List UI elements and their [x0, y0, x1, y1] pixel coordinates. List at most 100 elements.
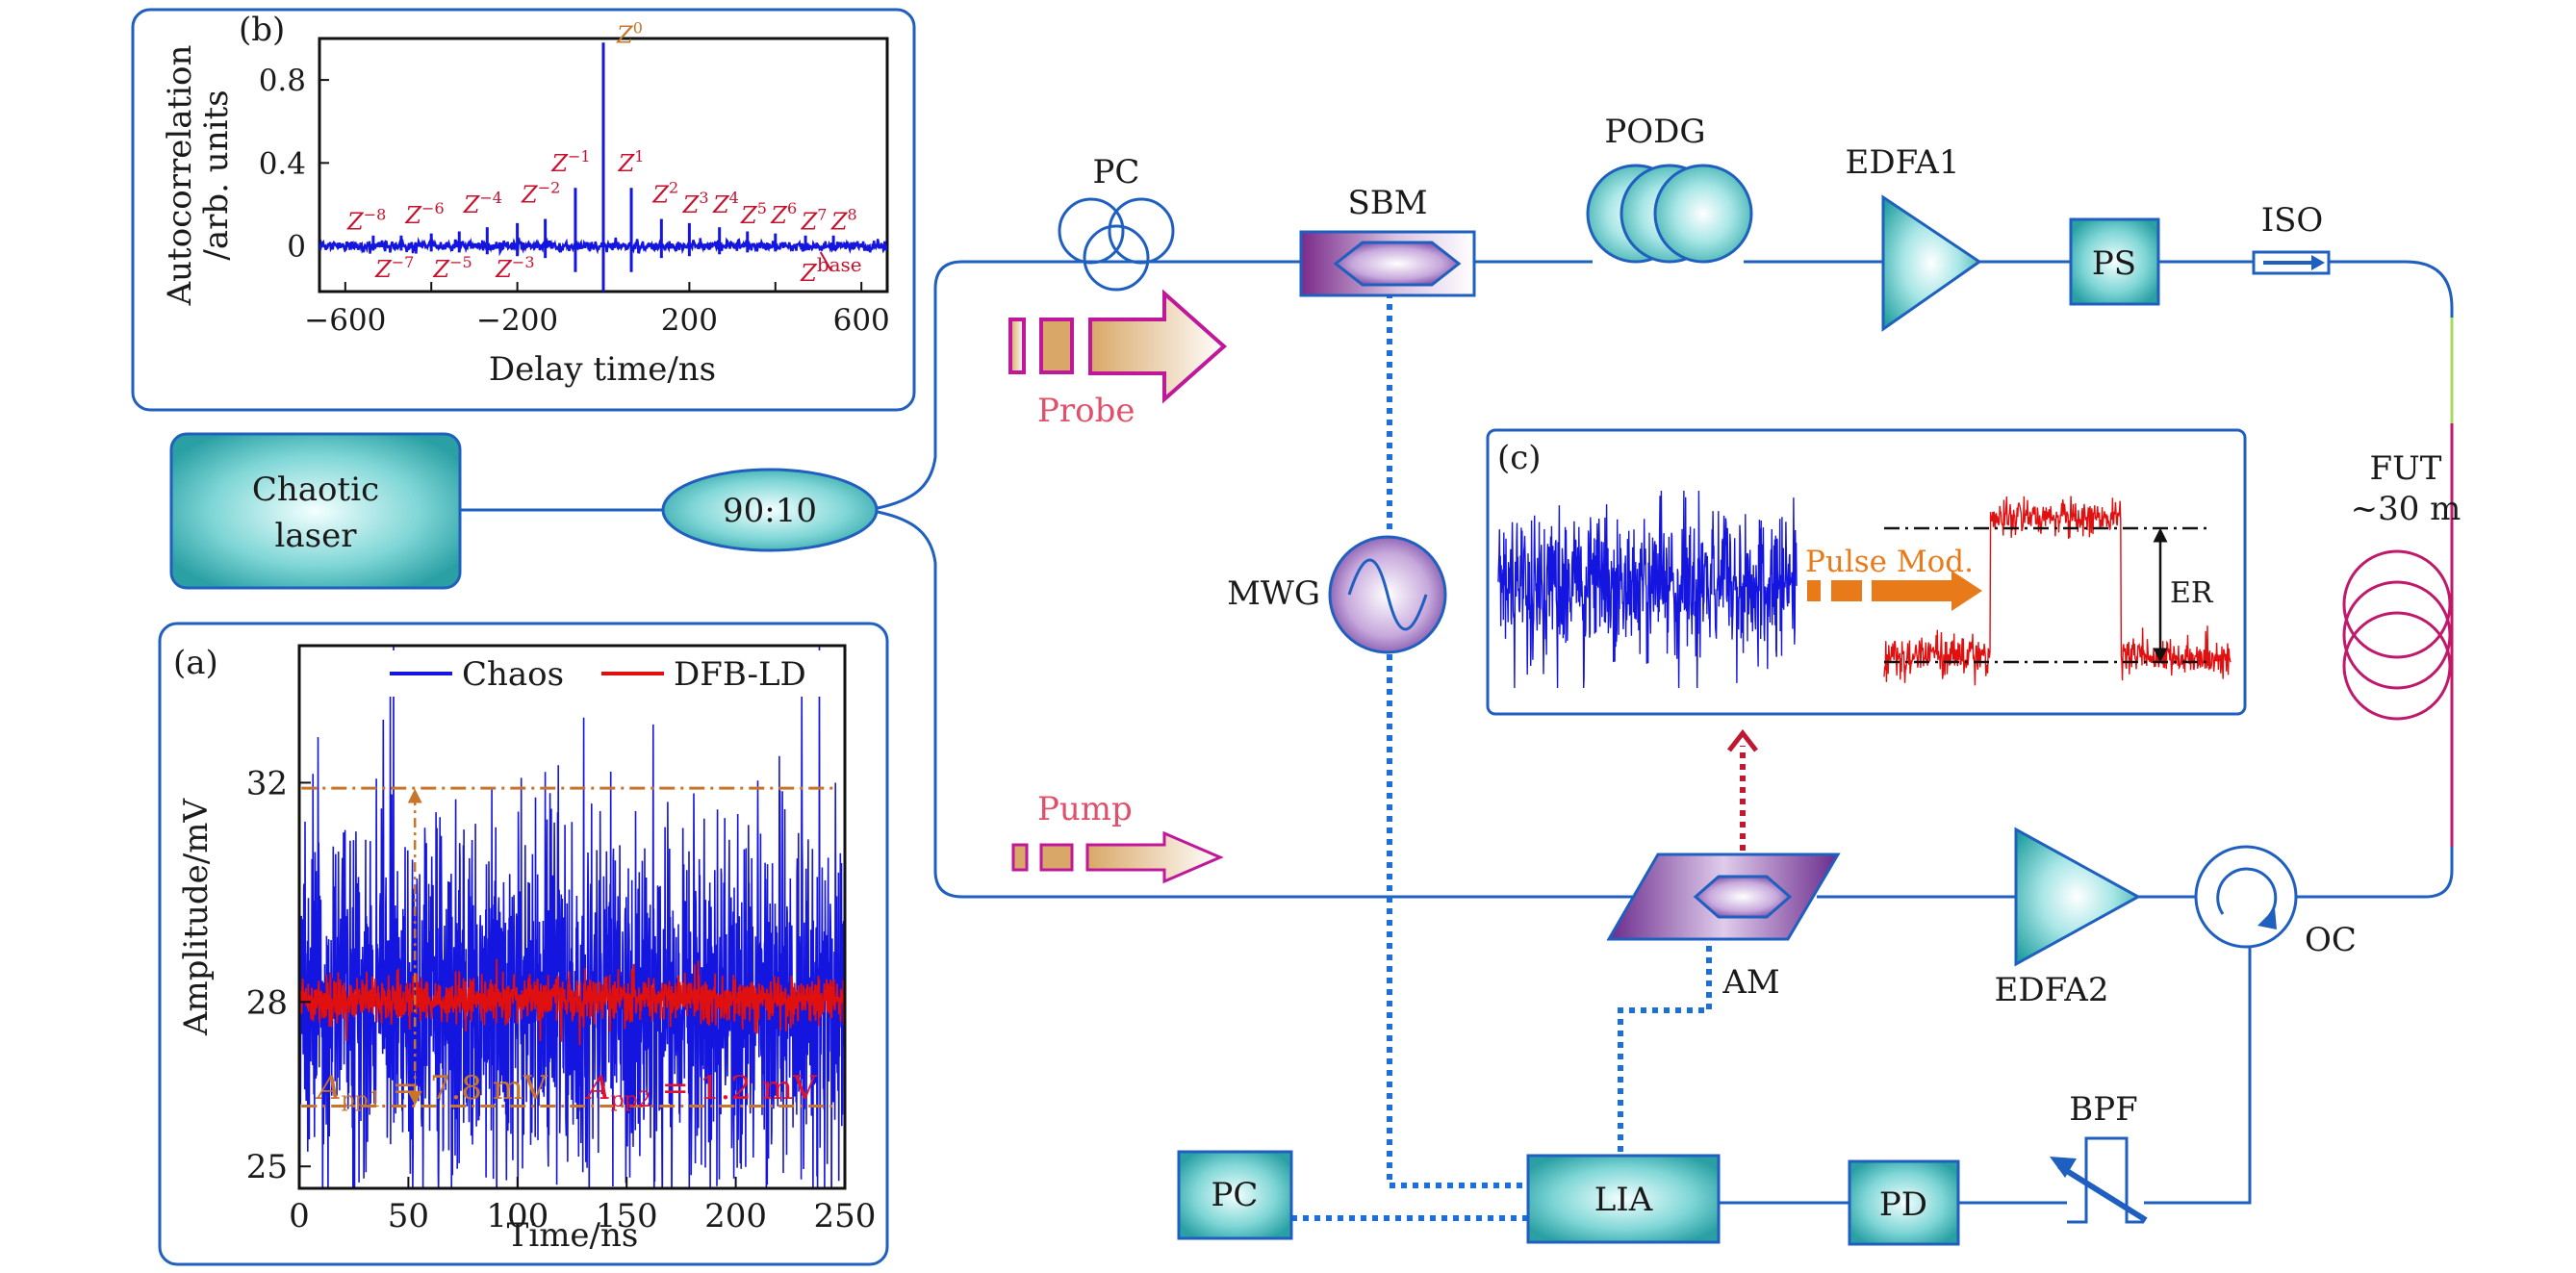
x-tick-label--600: −600	[304, 303, 386, 338]
peak-label-16: Z−8	[346, 205, 386, 235]
x-tick-label-150: 150	[596, 1197, 658, 1235]
pulse-mod-label: Pulse Mod.	[1805, 545, 1974, 579]
ps: PS	[2069, 217, 2160, 306]
panel-b-ylabel-1: Autocorrelation	[161, 45, 199, 307]
legend-chaos-label: Chaos	[462, 655, 564, 694]
sbm-modulator	[1299, 230, 1476, 297]
am-waveguide	[1693, 875, 1793, 919]
photodetector: PD	[1848, 1159, 1960, 1246]
mwg	[1328, 535, 1447, 654]
panel-a-axes-box	[297, 644, 847, 1190]
chaotic-laser-label-2: laser	[275, 517, 358, 555]
chaotic-laser-box	[169, 432, 462, 590]
coupler-label: 90:10	[723, 492, 817, 530]
fut-label-1: FUT	[2370, 449, 2442, 488]
ps-box	[2069, 217, 2160, 306]
iso-label: ISO	[2261, 201, 2324, 240]
peak-label-4: Z−2	[521, 178, 560, 208]
pump-bar-2	[1039, 843, 1074, 872]
peak-label-14: Z−7	[374, 253, 414, 283]
panel-a-ylabel: Amplitude/mV	[177, 798, 216, 1036]
zbase-pointer	[819, 251, 832, 271]
peak-label-2: Z−1	[550, 147, 590, 177]
series-dfbld	[299, 958, 845, 1046]
podg-coil-3	[1653, 164, 1753, 264]
app2-label: App2 = 1.2 mV	[584, 1069, 818, 1112]
panel-c-tag: (c)	[1497, 439, 1542, 477]
optical-circulator	[2194, 845, 2298, 949]
am-to-panel-c-arrow	[1727, 728, 1758, 851]
computer-pc: PC	[1177, 1150, 1293, 1240]
x-tick-label-200: 200	[661, 303, 718, 338]
polarization-controller-top	[1058, 197, 1175, 292]
edfa2	[2014, 827, 2142, 967]
panel-c: (c) Pulse Mod. ER	[1486, 428, 2247, 716]
bpf-shape	[2067, 1136, 2144, 1224]
peak-label-3: Z2	[651, 178, 678, 208]
coupler-90-10: 90:10	[661, 468, 879, 552]
peak-label-12: Z−6	[404, 199, 444, 229]
probe-arrow	[1088, 289, 1228, 404]
app1-label: App1 = 7.8 mV	[315, 1069, 548, 1112]
oc-circle	[2194, 845, 2298, 949]
pump-label: Pump	[1037, 790, 1133, 828]
peak-label-1: Z1	[618, 147, 645, 177]
peak-label-0: Z0	[616, 18, 643, 48]
peak-label-15: Z8	[830, 205, 857, 235]
peak-label-7: Z4	[712, 189, 739, 218]
wire-mwg-to-lia	[1387, 654, 1528, 1188]
sbm-waveguide	[1333, 241, 1462, 287]
chaos-waveform	[1497, 490, 1798, 689]
am-modulator	[1606, 853, 1841, 941]
y-tick-label-32: 32	[246, 764, 288, 802]
fiber-oc-to-fut	[2296, 847, 2454, 899]
pulse-mod-dash-2	[1831, 580, 1862, 601]
series-chaos	[299, 646, 845, 1188]
bpf-tuning-arrowhead	[2050, 1157, 2077, 1178]
edfa2-triangle	[2014, 827, 2142, 967]
am-label: AM	[1722, 963, 1779, 1002]
pump-pulse-arrow	[1011, 830, 1224, 884]
fut-coil	[2342, 549, 2452, 721]
pc-loop-1	[1058, 197, 1125, 265]
y-tick-label-25: 25	[246, 1148, 288, 1186]
lock-in-amplifier: LIA	[1526, 1154, 1721, 1244]
pulse-waveform	[1883, 496, 2232, 686]
x-tick-label-250: 250	[814, 1197, 877, 1235]
electrical-connections	[1291, 269, 1712, 1221]
pc-loop-2	[1108, 197, 1175, 265]
fut-loop-1	[2342, 549, 2452, 659]
panel-a-traces	[299, 646, 845, 1188]
fiber-pump-branch	[877, 510, 1639, 899]
fiber-network	[460, 260, 2454, 1205]
x-tick-label-100: 100	[486, 1197, 548, 1235]
pulse-mod-dash-1	[1807, 580, 1821, 601]
y-tick-label-0: 0	[287, 230, 306, 265]
coupler-shape	[661, 468, 879, 552]
pump-bar-1	[1011, 843, 1029, 872]
edfa2-label: EDFA2	[1995, 971, 2109, 1009]
sbm-label: SBM	[1347, 184, 1427, 222]
probe-pulse-arrow	[1008, 289, 1228, 404]
panel-b-frame	[131, 8, 916, 412]
panel-a-tag: (a)	[173, 644, 218, 682]
peak-label-9: Z5	[740, 199, 767, 229]
peak-label-8: Z−4	[463, 189, 502, 218]
x-tick-label-50: 50	[388, 1197, 429, 1235]
pd-label: PD	[1879, 1185, 1927, 1224]
x-tick-label-600: 600	[833, 303, 890, 338]
er-label: ER	[2170, 576, 2214, 610]
podg-label: PODG	[1604, 113, 1705, 151]
pd-box	[1848, 1159, 1960, 1246]
x-tick-label-0: 0	[289, 1197, 310, 1235]
oc-rotation-arrow	[2257, 908, 2277, 929]
pc-loop-3	[1083, 224, 1150, 292]
edfa1	[1881, 194, 1982, 332]
lia-box	[1526, 1154, 1721, 1244]
